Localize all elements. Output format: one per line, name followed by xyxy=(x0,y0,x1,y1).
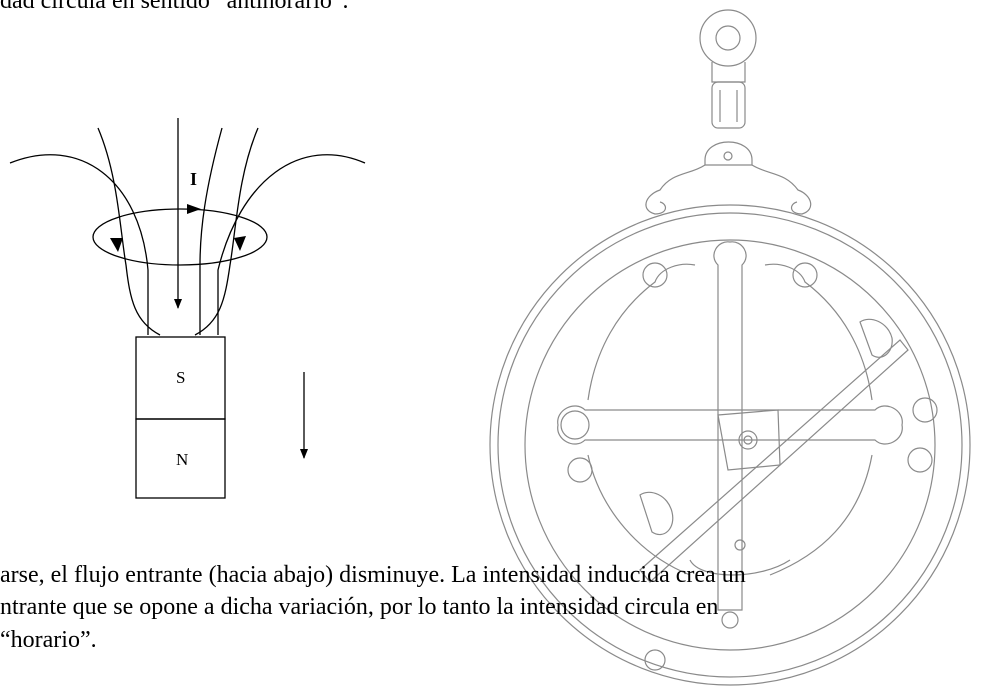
field-line-inner-right xyxy=(194,127,259,336)
current-loop xyxy=(92,208,268,266)
field-line-outer-left xyxy=(9,154,149,335)
field-line-outer-right xyxy=(217,154,366,335)
text-line-bottom-2: ntrante que se opone a dicha variación, … xyxy=(0,594,719,620)
field-arrow-right xyxy=(234,236,246,251)
current-label: I xyxy=(190,169,197,189)
field-line-inner-left xyxy=(97,127,161,336)
current-direction-arrow xyxy=(187,204,201,214)
magnet-label-s: S xyxy=(176,368,185,387)
field-line-mid-right xyxy=(199,127,223,335)
field-arrow-left xyxy=(110,238,123,252)
text-line-bottom-1: arse, el flujo entrante (hacia abajo) di… xyxy=(0,562,746,588)
magnet-label-n: N xyxy=(176,450,188,469)
text-line-bottom-3: “horario”. xyxy=(0,627,97,653)
magnet-north-block xyxy=(135,418,226,499)
text-line-top: dad circula en sentido “antihorario”. xyxy=(0,0,349,14)
